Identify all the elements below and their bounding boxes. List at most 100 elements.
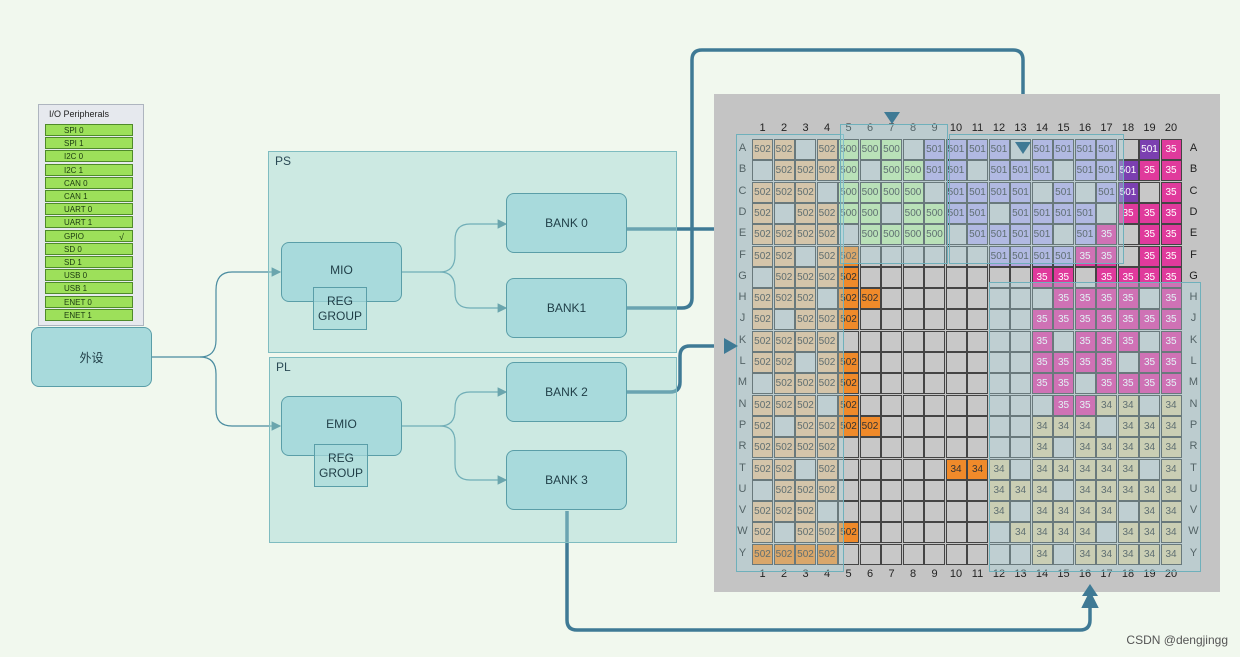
pin-cell (902, 479, 924, 501)
column-label: 1 (759, 568, 766, 580)
pin-cell: 501 (1031, 245, 1053, 267)
pin-cell (1031, 394, 1053, 416)
pin-cell: 501 (1010, 160, 1031, 182)
column-label: 19 (1143, 122, 1156, 134)
pin-cell: 35 (1031, 330, 1053, 352)
io-item[interactable]: ENET 1 (45, 308, 133, 321)
pin-cell (795, 458, 816, 480)
pin-cell (1117, 139, 1139, 160)
pin-cell (967, 160, 988, 182)
io-item-label: I2C 0 (64, 152, 84, 162)
pin-cell (924, 266, 945, 288)
pin-cell: 502 (752, 330, 773, 352)
pin-cell (924, 288, 945, 310)
io-item-label: ENET 0 (64, 297, 92, 307)
io-item[interactable]: ENET 0 (45, 295, 133, 308)
pin-cell: 35 (1074, 394, 1096, 416)
pin-cell (1053, 543, 1074, 565)
pin-cell (1139, 288, 1160, 310)
row-label: M (737, 376, 748, 389)
io-item[interactable]: I2C 1 (45, 163, 133, 176)
pin-cell: 35 (1160, 309, 1182, 331)
pin-cell: 501 (1096, 160, 1117, 182)
bank-pl-overlay (989, 282, 1201, 572)
pin-cell (902, 543, 924, 565)
pin-cell: 502 (752, 458, 773, 480)
pin-cell: 502 (773, 224, 795, 246)
pin-cell: 501 (1031, 224, 1053, 246)
pin-cell: 502 (773, 437, 795, 459)
pin-cell (945, 543, 967, 565)
pin-cell (816, 501, 838, 523)
row-label: J (1190, 312, 1197, 325)
pin-cell (924, 309, 945, 331)
pin-cell (924, 458, 945, 480)
column-label: 2 (780, 568, 788, 580)
pin-cell: 34 (1117, 415, 1139, 437)
io-item[interactable]: SD 1 (45, 256, 133, 268)
pin-cell: 501 (945, 202, 967, 224)
pin-cell (967, 415, 988, 437)
pin-cell (902, 522, 924, 544)
arrow-peripheral-to-mio (152, 267, 282, 358)
pin-cell: 502 (752, 224, 773, 246)
pin-cell (859, 543, 881, 565)
io-item[interactable]: CAN 1 (45, 190, 133, 202)
column-label: 5 (845, 122, 852, 134)
pin-cell (859, 394, 881, 416)
pin-cell: 34 (1074, 479, 1096, 501)
pin-cell: 35 (1160, 288, 1182, 310)
pin-cell: 501 (967, 139, 988, 160)
pin-cell (859, 437, 881, 459)
pin-cell: 502 (795, 522, 816, 544)
pin-cell (967, 352, 988, 373)
pin-cell (967, 309, 988, 331)
pin-cell (902, 458, 924, 480)
pin-cell: 502 (773, 458, 795, 480)
pin-cell (902, 266, 924, 288)
pin-cell (859, 522, 881, 544)
pin-cell: 502 (816, 330, 838, 352)
io-item[interactable]: UART 1 (45, 216, 133, 229)
io-item[interactable]: SD 0 (45, 242, 133, 255)
pin-cell (967, 288, 988, 310)
pin-cell (881, 479, 902, 501)
pin-cell: 501 (1031, 160, 1053, 182)
column-label: 4 (823, 568, 831, 580)
pin-cell: 35 (1031, 309, 1053, 331)
row-label: H (1189, 291, 1198, 304)
io-item[interactable]: GPIO√ (45, 229, 133, 242)
pin-cell (924, 479, 945, 501)
row-label: T (739, 461, 746, 474)
pin-cell (945, 224, 967, 246)
io-item[interactable]: SPI 0 (45, 124, 133, 136)
pin-cell (924, 245, 945, 267)
pin-cell: 500 (924, 224, 945, 246)
pin-cell (945, 309, 967, 331)
pin-cell (1074, 373, 1096, 395)
io-item[interactable]: SPI 1 (45, 137, 133, 150)
pin-cell: 501 (1074, 160, 1096, 182)
pin-cell: 502 (795, 437, 816, 459)
bank1-node: BANK1 (506, 278, 627, 338)
pin-cell (881, 501, 902, 523)
pin-cell: 501 (988, 245, 1010, 267)
pin-cell (795, 352, 816, 373)
io-item[interactable]: CAN 0 (45, 176, 133, 189)
row-label: V (738, 504, 747, 517)
pin-cell: 502 (859, 288, 881, 310)
row-label: G (738, 269, 747, 282)
io-item[interactable]: USB 1 (45, 282, 133, 295)
io-item-label: CAN 0 (64, 178, 88, 188)
io-item[interactable]: UART 0 (45, 203, 133, 216)
io-item[interactable]: I2C 0 (45, 150, 133, 163)
column-label: 7 (888, 568, 895, 580)
pin-cell (1117, 245, 1139, 267)
pin-cell: 35 (1031, 352, 1053, 373)
io-item[interactable]: USB 0 (45, 269, 133, 282)
bank1-target-overlay (949, 134, 1124, 264)
pin-cell: 35 (1160, 245, 1182, 267)
row-label: N (738, 397, 747, 410)
pin-cell: 501 (988, 181, 1010, 203)
mio-label: MIO (330, 263, 353, 277)
